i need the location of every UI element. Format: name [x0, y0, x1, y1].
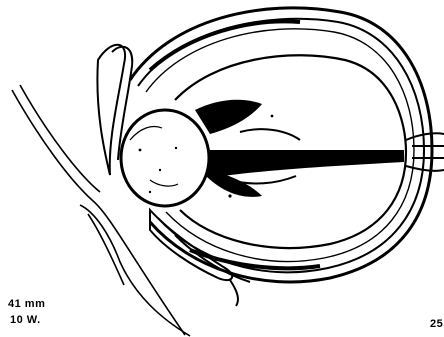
lens: [121, 110, 209, 206]
age-label: 10 W.: [10, 314, 41, 327]
size-label: 41 mm: [8, 298, 45, 311]
optic-nerve: [406, 133, 444, 171]
hyaloid-vessel: [195, 100, 404, 197]
page-number: 25: [430, 318, 443, 331]
